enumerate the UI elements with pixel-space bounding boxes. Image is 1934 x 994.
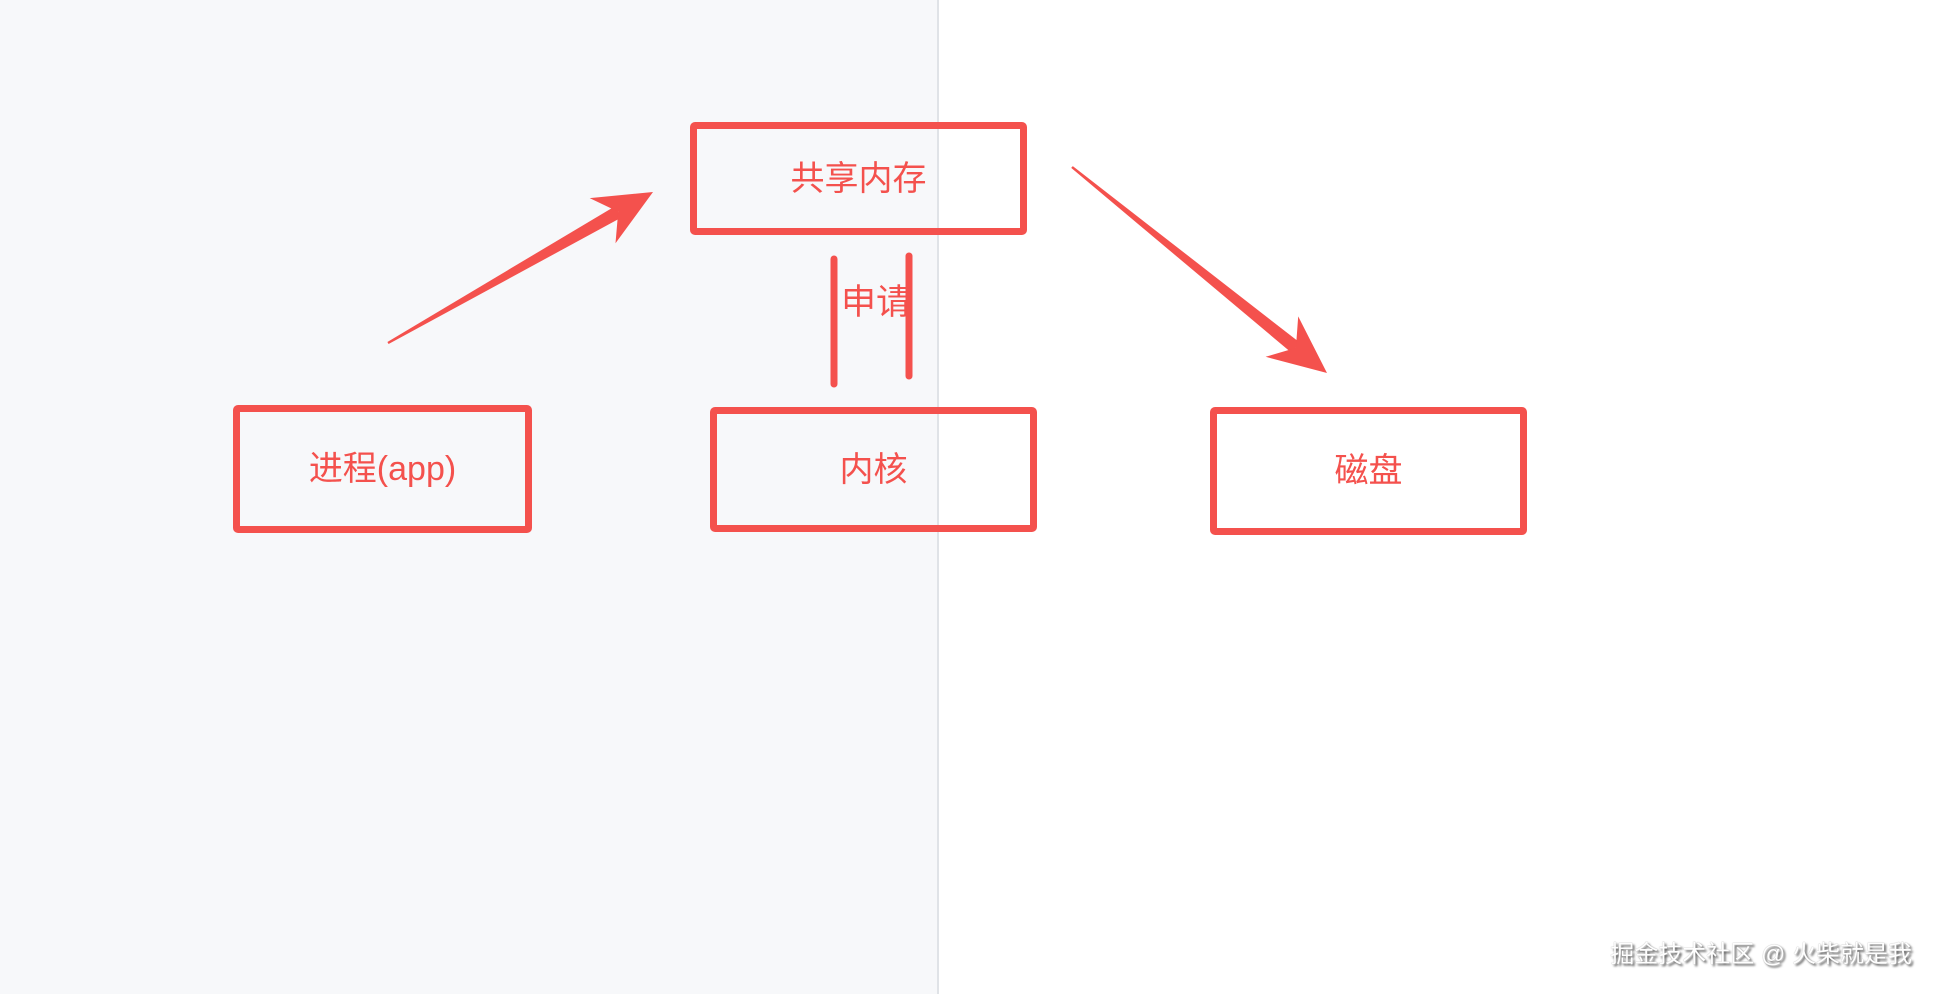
arrow-shared-memory-to-disk-head	[1265, 316, 1327, 373]
node-label: 共享内存	[790, 159, 927, 198]
node-label: 内核	[839, 450, 908, 489]
node-process: 进程(app)	[233, 405, 532, 533]
left-panel-background	[0, 0, 937, 994]
edge-label-request: 申请	[841, 283, 912, 322]
node-shared-memory: 共享内存	[690, 122, 1027, 235]
node-disk: 磁盘	[1210, 407, 1527, 535]
node-label: 进程(app)	[308, 450, 457, 488]
watermark-text: 掘金技术社区 @ 火柴就是我	[1610, 941, 1912, 969]
arrow-shared-memory-to-disk-shaft	[1071, 166, 1300, 353]
node-kernel: 内核	[710, 407, 1037, 532]
panel-divider	[937, 0, 939, 994]
node-label: 磁盘	[1334, 452, 1403, 490]
